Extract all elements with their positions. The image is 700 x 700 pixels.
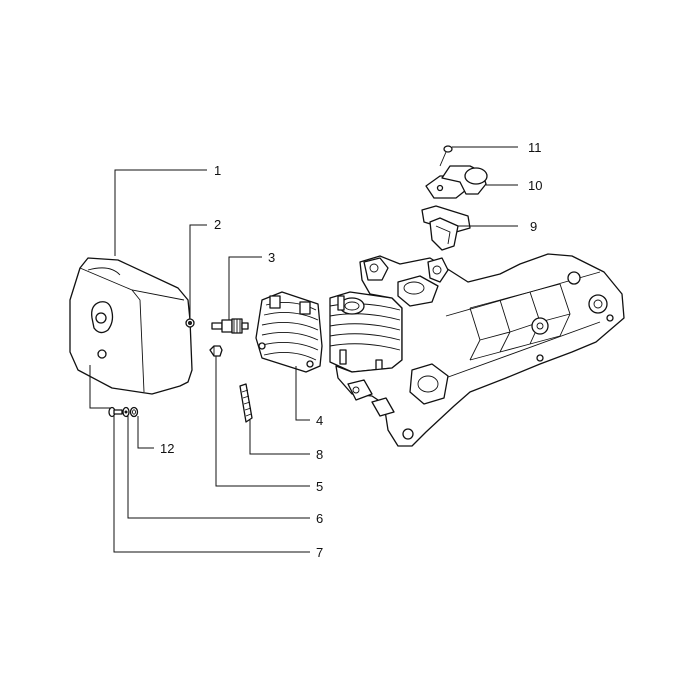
callout-2: 2 (214, 217, 221, 232)
callout-10: 10 (528, 178, 542, 193)
leader-2 (189, 224, 207, 318)
part-12-washer[interactable] (129, 406, 139, 418)
callout-6: 6 (316, 511, 323, 526)
leader-7 (113, 416, 310, 553)
leader-4 (295, 366, 310, 421)
part-7-screw[interactable] (108, 406, 123, 418)
leader-12 (137, 416, 154, 449)
leader-1 (114, 169, 207, 256)
leader-lines (89, 146, 518, 553)
part-11-screw[interactable] (439, 145, 453, 167)
callout-5: 5 (316, 479, 323, 494)
part-10-intake-manifold[interactable] (425, 165, 488, 199)
part-9-reed-valve[interactable] (421, 205, 471, 251)
callout-labels: 1 2 3 4 5 6 7 8 9 10 11 12 (160, 140, 542, 560)
leader-6 (127, 416, 310, 519)
callout-3: 3 (268, 250, 275, 265)
leader-1-cover (89, 365, 110, 409)
callout-11: 11 (528, 140, 542, 155)
part-3-spark-plug[interactable] (211, 318, 249, 334)
callout-9: 9 (530, 219, 537, 234)
leader-8 (249, 420, 310, 455)
part-6-spacer[interactable] (122, 406, 130, 418)
leader-3 (228, 256, 262, 320)
engine-crankcase-assembly (329, 253, 625, 447)
callout-7: 7 (316, 545, 323, 560)
part-8-gasket[interactable] (239, 383, 253, 423)
callout-1: 1 (214, 163, 221, 178)
part-2-clip[interactable] (185, 318, 195, 328)
leader-5 (215, 356, 310, 487)
part-5-nut[interactable] (209, 345, 223, 357)
callout-12: 12 (160, 441, 174, 456)
callout-8: 8 (316, 447, 323, 462)
part-1-shroud-cover[interactable] (69, 257, 193, 395)
callout-4: 4 (316, 413, 323, 428)
part-4-cylinder-head[interactable] (255, 291, 323, 373)
